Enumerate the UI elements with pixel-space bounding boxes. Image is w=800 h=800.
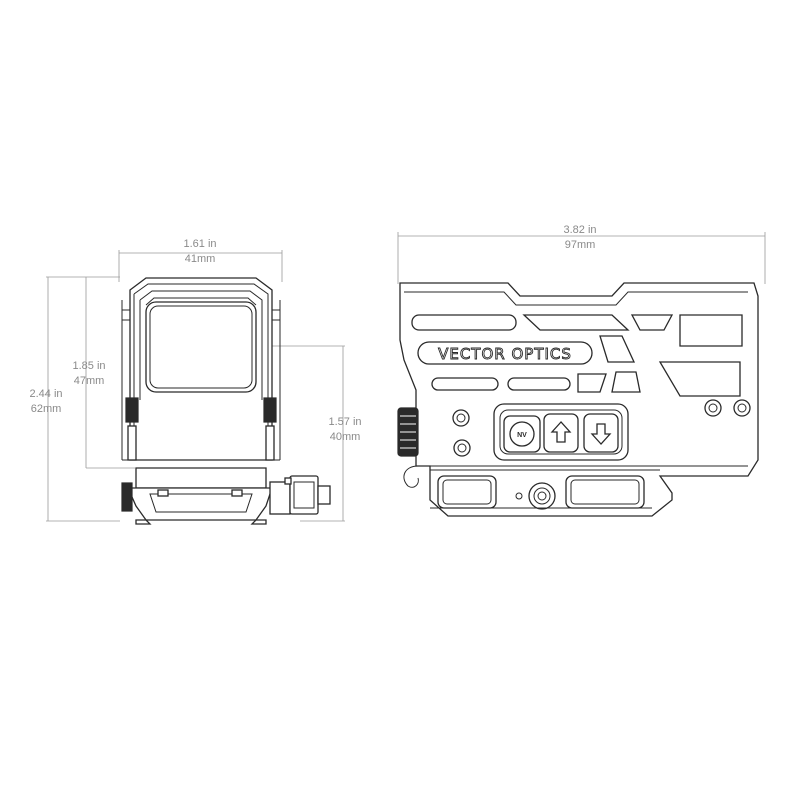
front-width-in-label: 1.61 in bbox=[183, 238, 216, 250]
housing-slots bbox=[411, 314, 743, 397]
front-view: 1.61 in 41mm 2.44 in 62mm 1.85 in 47mm 1… bbox=[29, 238, 362, 525]
optical-window bbox=[145, 301, 257, 393]
quick-release-lever bbox=[269, 475, 331, 515]
arrow-up-icon bbox=[550, 421, 572, 443]
nv-button[interactable]: NV bbox=[503, 415, 541, 453]
arrow-down-icon bbox=[590, 423, 612, 445]
front-width-dimension: 1.61 in 41mm bbox=[118, 238, 283, 282]
front-width-mm-label: 41mm bbox=[185, 253, 216, 265]
front-total-height-dimension: 2.44 in 62mm bbox=[29, 276, 120, 522]
side-length-in-label: 3.82 in bbox=[563, 224, 596, 236]
side-length-mm-label: 97mm bbox=[565, 239, 596, 251]
nv-button-label: NV bbox=[517, 432, 527, 439]
side-length-dimension: 3.82 in 97mm bbox=[397, 224, 766, 284]
front-total-height-mm-label: 62mm bbox=[31, 403, 62, 415]
brand-logo: VECTOR OPTICS bbox=[438, 345, 572, 363]
front-mount bbox=[126, 467, 273, 525]
housing-screws bbox=[452, 399, 751, 457]
front-height-mm-label: 47mm bbox=[74, 375, 105, 387]
optical-window-inner bbox=[149, 305, 253, 389]
right-adjustment-knob bbox=[263, 397, 277, 461]
side-view: 3.82 in 97mm VECTOR OPTICS bbox=[397, 224, 766, 517]
brightness-up-button[interactable] bbox=[543, 413, 579, 453]
front-height-in-label: 1.85 in bbox=[72, 360, 105, 372]
side-control-knob bbox=[397, 407, 419, 488]
optical-axis-mm-label: 40mm bbox=[330, 431, 361, 443]
brightness-down-button[interactable] bbox=[583, 413, 619, 453]
mount-knob bbox=[528, 482, 556, 510]
left-thumb-screw bbox=[121, 482, 133, 512]
front-total-height-in-label: 2.44 in bbox=[29, 388, 62, 400]
left-adjustment-knob bbox=[125, 397, 139, 461]
logo-plate bbox=[417, 341, 593, 365]
front-height-dimension: 1.85 in 47mm bbox=[72, 277, 135, 469]
optical-axis-in-label: 1.57 in bbox=[328, 416, 361, 428]
side-mount bbox=[430, 475, 652, 510]
optical-axis-dimension: 1.57 in 40mm bbox=[210, 345, 362, 522]
